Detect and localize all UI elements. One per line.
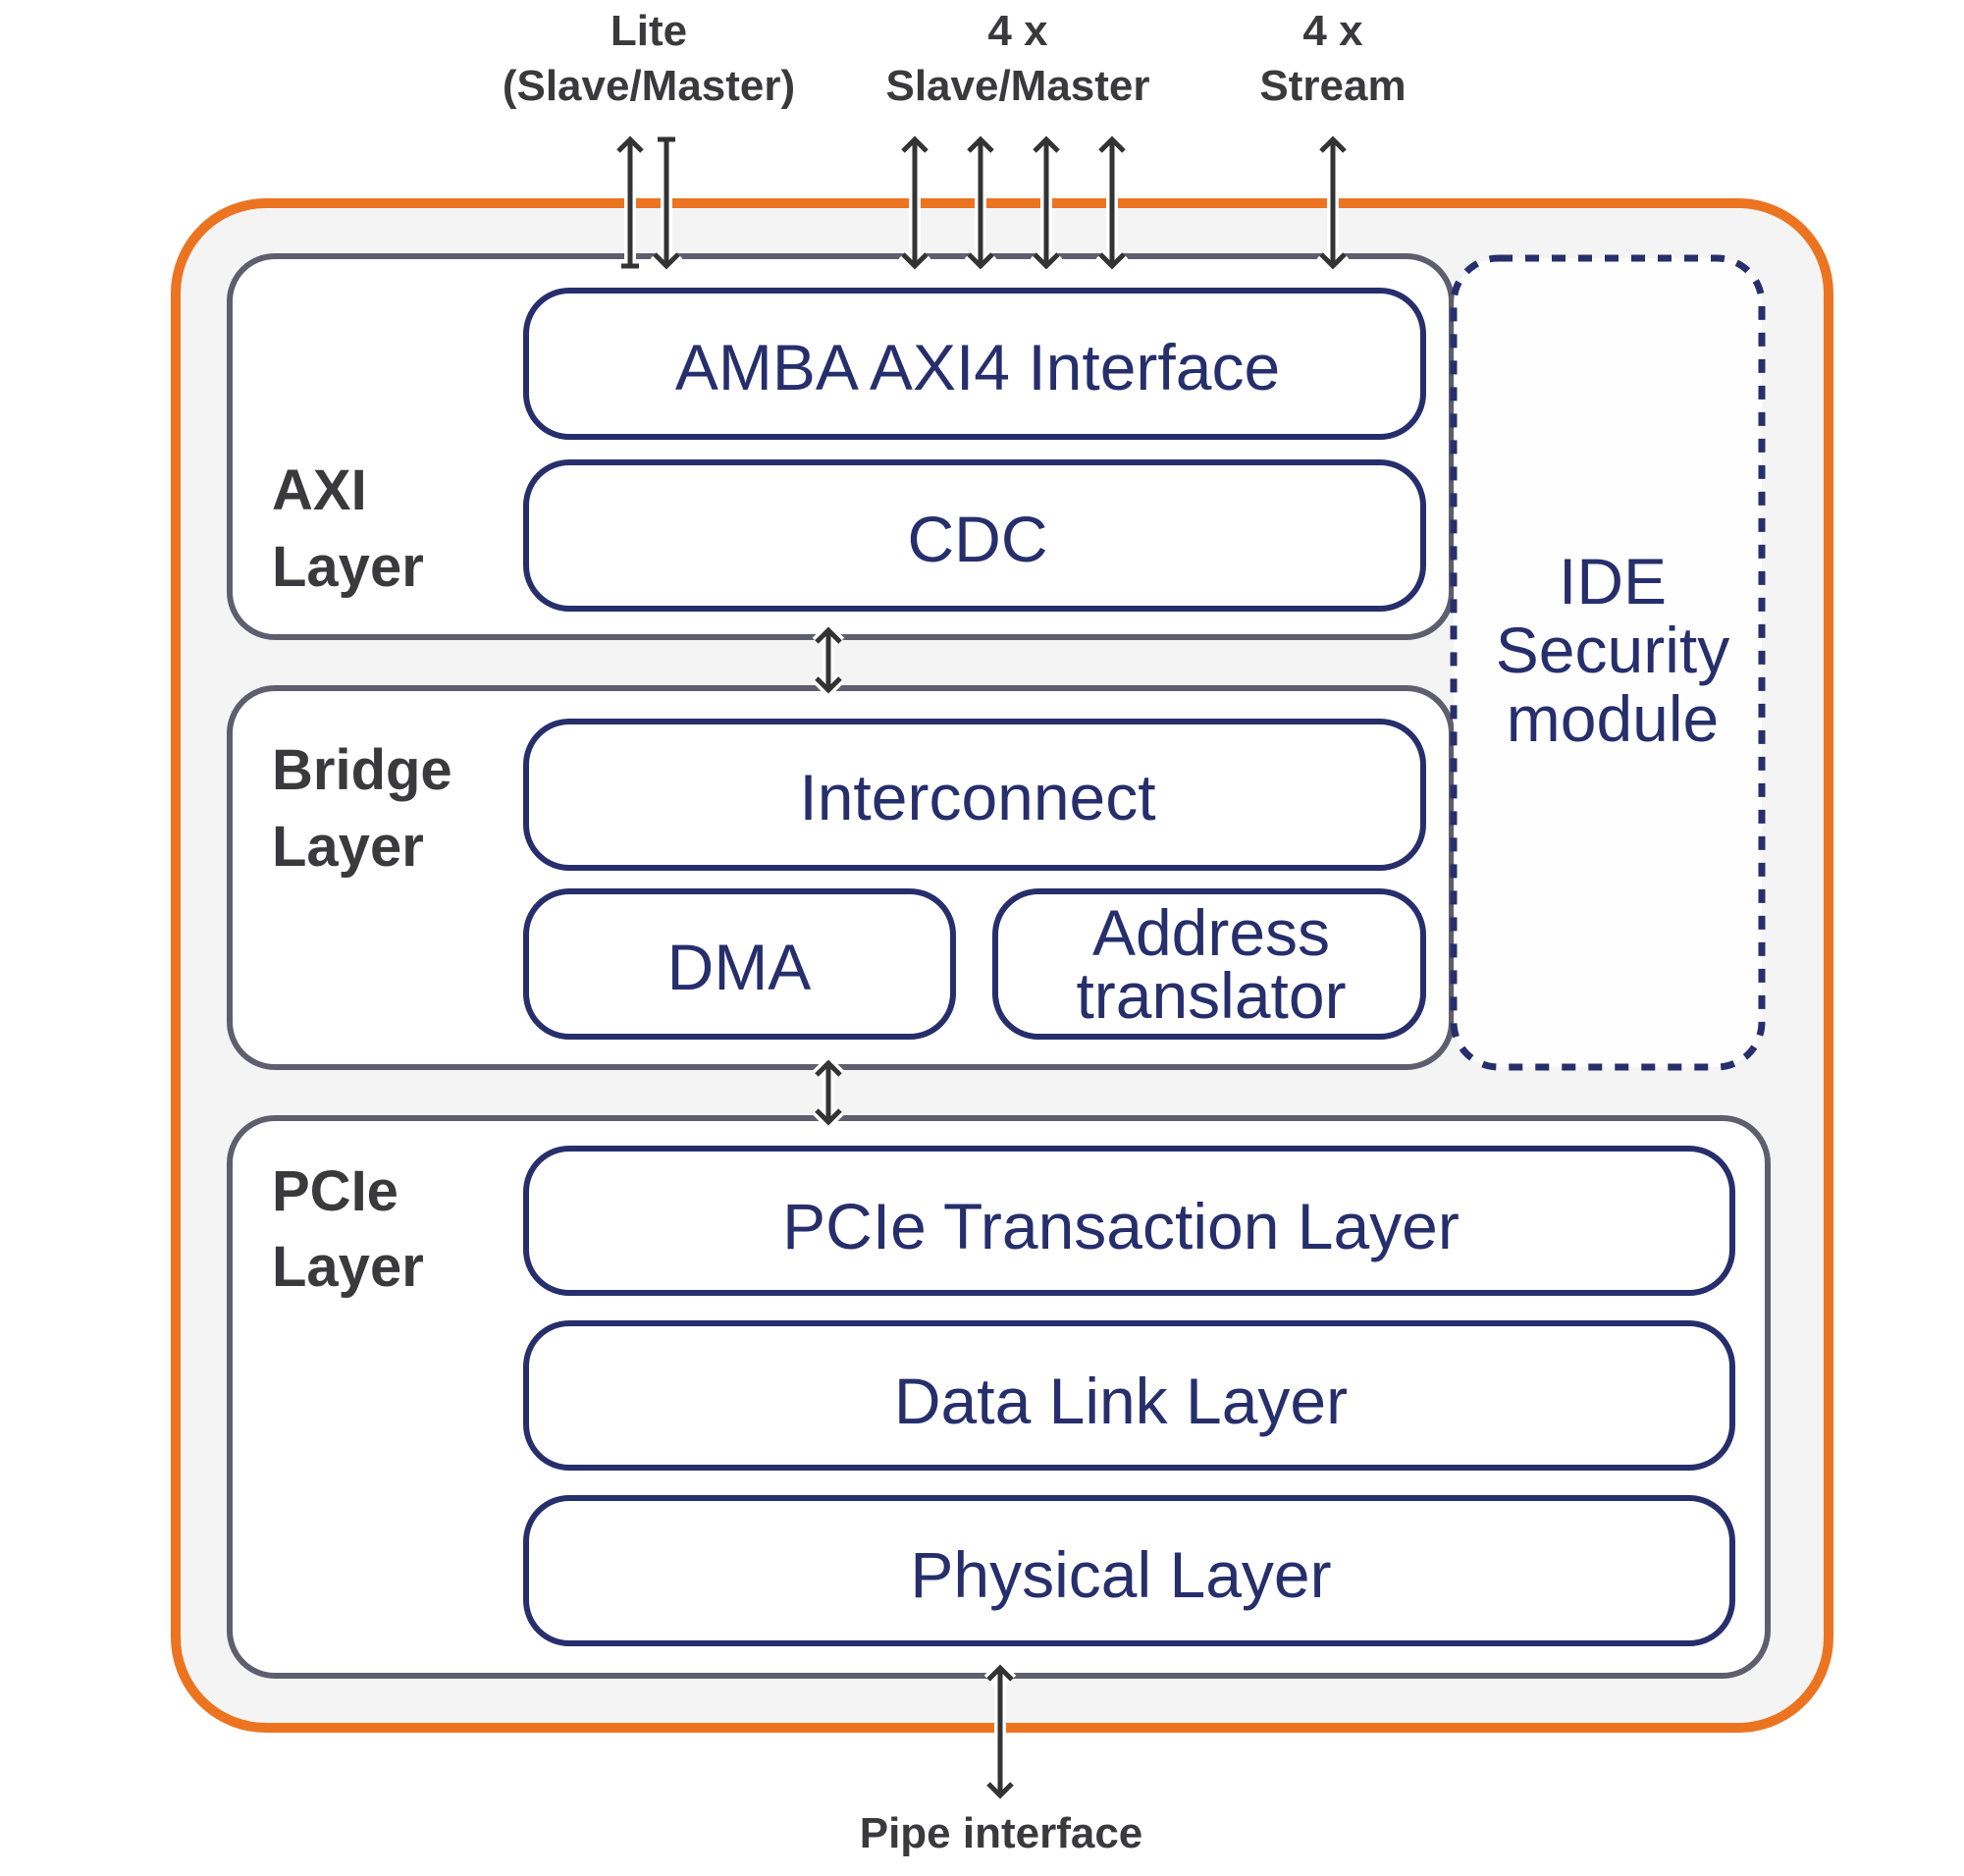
data-link-layer-block — [523, 1320, 1735, 1471]
ide-module-text-line1: IDE — [1559, 545, 1667, 617]
lite-arrow-down-icon — [650, 134, 683, 275]
amba-axi4-interface-block — [523, 288, 1426, 440]
connection-arrows — [613, 131, 1350, 1804]
dma-block — [523, 888, 956, 1040]
lite-arrow-up-icon — [613, 131, 647, 272]
physical-layer-text: Physical Layer — [910, 1538, 1331, 1611]
pipe-interface-arrow-icon — [983, 1659, 1017, 1804]
slave-master-arrow-icon — [1095, 131, 1129, 275]
interconnect-block — [523, 719, 1426, 871]
ide-module-text-line2: Security — [1496, 614, 1729, 686]
pcie-layer-label-line1: PCIe — [272, 1159, 398, 1223]
data-link-layer-text: Data Link Layer — [894, 1365, 1348, 1437]
slave-master-arrow-icon — [1030, 131, 1063, 275]
address-translator-block — [992, 888, 1426, 1040]
slave-master-label-line1: 4 x — [987, 7, 1048, 55]
pipe-interface-label: Pipe interface — [860, 1809, 1143, 1857]
axi-layer-label-line1: AXI — [272, 458, 367, 522]
pcie-transaction-layer-block — [523, 1146, 1735, 1296]
ide-module-text-line3: module — [1507, 682, 1719, 755]
interconnect-text: Interconnect — [799, 761, 1155, 833]
stream-arrow-icon — [1316, 131, 1350, 275]
address-translator-text-line1: Address — [1092, 896, 1330, 969]
lite-label-line2: (Slave/Master) — [503, 62, 795, 110]
stream-label-line2: Stream — [1259, 62, 1406, 110]
bridge-layer-label-line2: Layer — [272, 815, 424, 879]
layer-connection-arrow-icon — [812, 1054, 845, 1131]
ide-security-module-box — [1450, 254, 1766, 1071]
address-translator-text-line2: translator — [1076, 959, 1346, 1032]
pcie-layer-label-line2: Layer — [272, 1235, 424, 1299]
layer-connection-arrow-icon — [812, 621, 845, 699]
bridge-layer-label-line1: Bridge — [272, 738, 452, 802]
dma-text: DMA — [667, 931, 812, 1003]
physical-layer-block — [523, 1495, 1735, 1646]
cdc-text: CDC — [908, 503, 1048, 575]
pcie-transaction-layer-text: PCIe Transaction Layer — [782, 1190, 1460, 1262]
cdc-block — [523, 459, 1426, 612]
slave-master-label-line2: Slave/Master — [885, 62, 1149, 110]
lite-label-line1: Lite — [610, 7, 687, 55]
slave-master-arrow-icon — [898, 131, 931, 275]
stream-label-line1: 4 x — [1302, 7, 1363, 55]
amba-axi4-interface-text: AMBA AXI4 Interface — [675, 331, 1280, 403]
slave-master-arrow-icon — [964, 131, 997, 275]
axi-layer-label-line2: Layer — [272, 535, 424, 599]
